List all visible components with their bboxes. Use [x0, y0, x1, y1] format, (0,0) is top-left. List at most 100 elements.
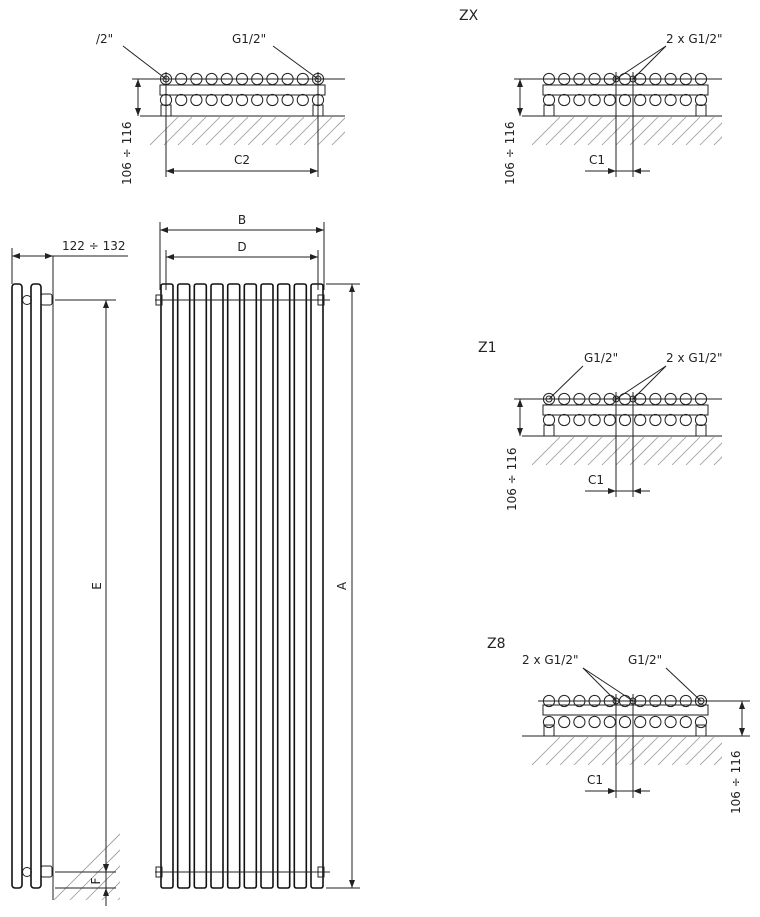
- hatch-line: [587, 117, 617, 145]
- collector-bar: [542, 404, 709, 416]
- wall-hatch: [532, 117, 722, 145]
- hatch-line: [85, 865, 120, 900]
- connection-label: 2 x G1/2": [666, 32, 723, 46]
- connection-label-left: G1/2": [584, 351, 618, 365]
- hatch-line: [532, 117, 561, 145]
- radiator-tube: [160, 283, 174, 889]
- tube-section: [603, 715, 616, 729]
- tube-section: [603, 93, 616, 107]
- connection-label-left: 2 x G1/2": [522, 653, 579, 667]
- radiator-tube-front: [11, 283, 23, 889]
- bracket-right-top: [317, 294, 325, 306]
- hatch-line: [317, 117, 345, 145]
- radiator-tubes: [160, 283, 324, 889]
- hatch-line: [685, 437, 715, 465]
- tube-section: [694, 93, 708, 107]
- hatch-line: [671, 437, 701, 465]
- dimension-label-a: A: [335, 581, 349, 590]
- hatch-line: [629, 117, 659, 145]
- dimension-label-height: 106 ÷ 116: [505, 448, 519, 512]
- connection-label-right: 2 x G1/2": [666, 351, 723, 365]
- plan-view-zx: ZX C1 106 ÷ 116 2 x G1/2": [459, 8, 723, 186]
- hatch-line: [545, 737, 575, 765]
- connection-label-right: G1/2": [232, 32, 266, 46]
- bracket-left-top: [155, 294, 163, 306]
- plan-view-z8: Z8 C1 106 ÷ 116 2 x G1/2" G1/2": [487, 636, 750, 814]
- tube-section: [558, 715, 571, 729]
- hatch-line: [545, 437, 575, 465]
- plan-view-c2: C2 106 ÷ 116 /2" G1/2": [96, 32, 345, 185]
- hatch-line: [163, 117, 193, 145]
- tube-section: [205, 93, 218, 107]
- wall-hatch: [150, 117, 345, 145]
- tube-row-bottom: [542, 715, 708, 729]
- dimension-label-c1: C1: [589, 153, 605, 167]
- hatch-line: [261, 117, 291, 145]
- tube-section: [679, 93, 692, 107]
- hatch-line: [643, 117, 673, 145]
- tube-section: [573, 93, 586, 107]
- collector-end-top: [22, 295, 32, 305]
- radiator-tube: [176, 283, 191, 889]
- hatch-line: [289, 117, 319, 145]
- hatch-line: [671, 737, 701, 765]
- hatch-line: [247, 117, 277, 145]
- collector-bar: [542, 704, 709, 716]
- front-view: B D A: [155, 213, 360, 889]
- tube-section: [175, 93, 188, 107]
- hatch-line: [657, 737, 687, 765]
- tube-section: [694, 413, 708, 427]
- dimension-label-f: F: [89, 877, 103, 884]
- tube-section: [281, 93, 294, 107]
- leader-line-right: [272, 45, 319, 80]
- hatch-line: [150, 117, 179, 145]
- bracket-left: [543, 104, 555, 117]
- hatch-line: [629, 437, 659, 465]
- hatch-line: [559, 437, 589, 465]
- radiator-tube: [276, 283, 291, 889]
- hatch-line: [657, 117, 687, 145]
- hatch-line: [532, 437, 561, 465]
- tube-row-bottom: [542, 413, 708, 427]
- tube-section: [235, 93, 249, 107]
- leader-line-left: [582, 667, 617, 702]
- tube-section: [618, 715, 632, 729]
- hatch-line: [191, 117, 221, 145]
- radiator-tube: [243, 283, 258, 889]
- hatch-line: [629, 737, 659, 765]
- radiator-tube: [210, 283, 224, 889]
- tube-section: [649, 715, 662, 729]
- hatch-line: [615, 437, 645, 465]
- hatch-line: [573, 437, 603, 465]
- hatch-line: [573, 117, 603, 145]
- tube-section: [588, 715, 601, 729]
- connection-label-right: G1/2": [628, 653, 662, 667]
- variant-title-zx: ZX: [459, 8, 479, 24]
- hatch-line: [559, 117, 589, 145]
- hatch-line: [545, 117, 575, 145]
- leader-line-right: [632, 365, 667, 400]
- dimension-label-d: D: [237, 240, 246, 254]
- bracket-left: [543, 724, 555, 737]
- bracket-left-bottom: [155, 866, 163, 878]
- tube-section: [664, 93, 677, 107]
- hatch-line: [699, 742, 722, 765]
- bracket-right-bottom: [317, 866, 325, 878]
- tube-section: [190, 93, 203, 107]
- bracket-left: [543, 424, 555, 437]
- leader-line-right: [665, 667, 702, 702]
- tube-section: [296, 93, 309, 107]
- dimension-label-e: E: [90, 582, 104, 590]
- hatch-line: [559, 737, 589, 765]
- tube-section: [558, 93, 571, 107]
- tube-section: [603, 413, 616, 427]
- tube-row-bottom: [159, 93, 325, 107]
- dimension-label-height: 106 ÷ 116: [729, 751, 743, 815]
- dimension-label-height: 106 ÷ 116: [503, 122, 517, 186]
- tube-section: [679, 413, 692, 427]
- hatch-line: [573, 737, 603, 765]
- hatch-line: [233, 117, 263, 145]
- dimension-label-depth: 122 ÷ 132: [62, 239, 126, 253]
- tube-section: [558, 413, 571, 427]
